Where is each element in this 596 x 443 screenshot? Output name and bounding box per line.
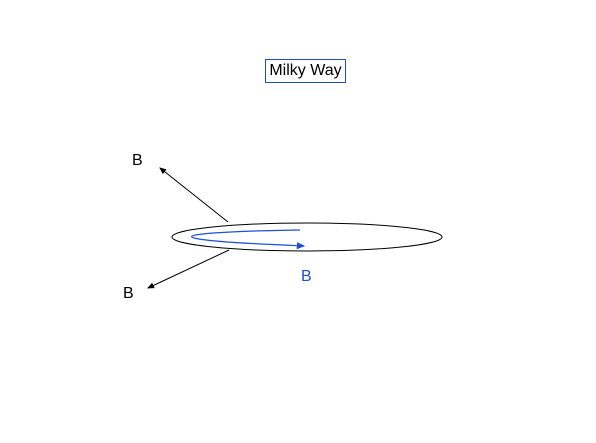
disk-field-arrow	[191, 229, 306, 250]
upper-field-label: B	[132, 152, 143, 169]
lower-field-arrow	[147, 249, 230, 289]
disk-field-label: B	[301, 268, 312, 285]
lower-field-label: B	[123, 285, 134, 302]
upper-field-arrow	[159, 167, 229, 223]
title-label: Milky Way	[265, 59, 346, 83]
galaxy-disk	[171, 222, 443, 252]
